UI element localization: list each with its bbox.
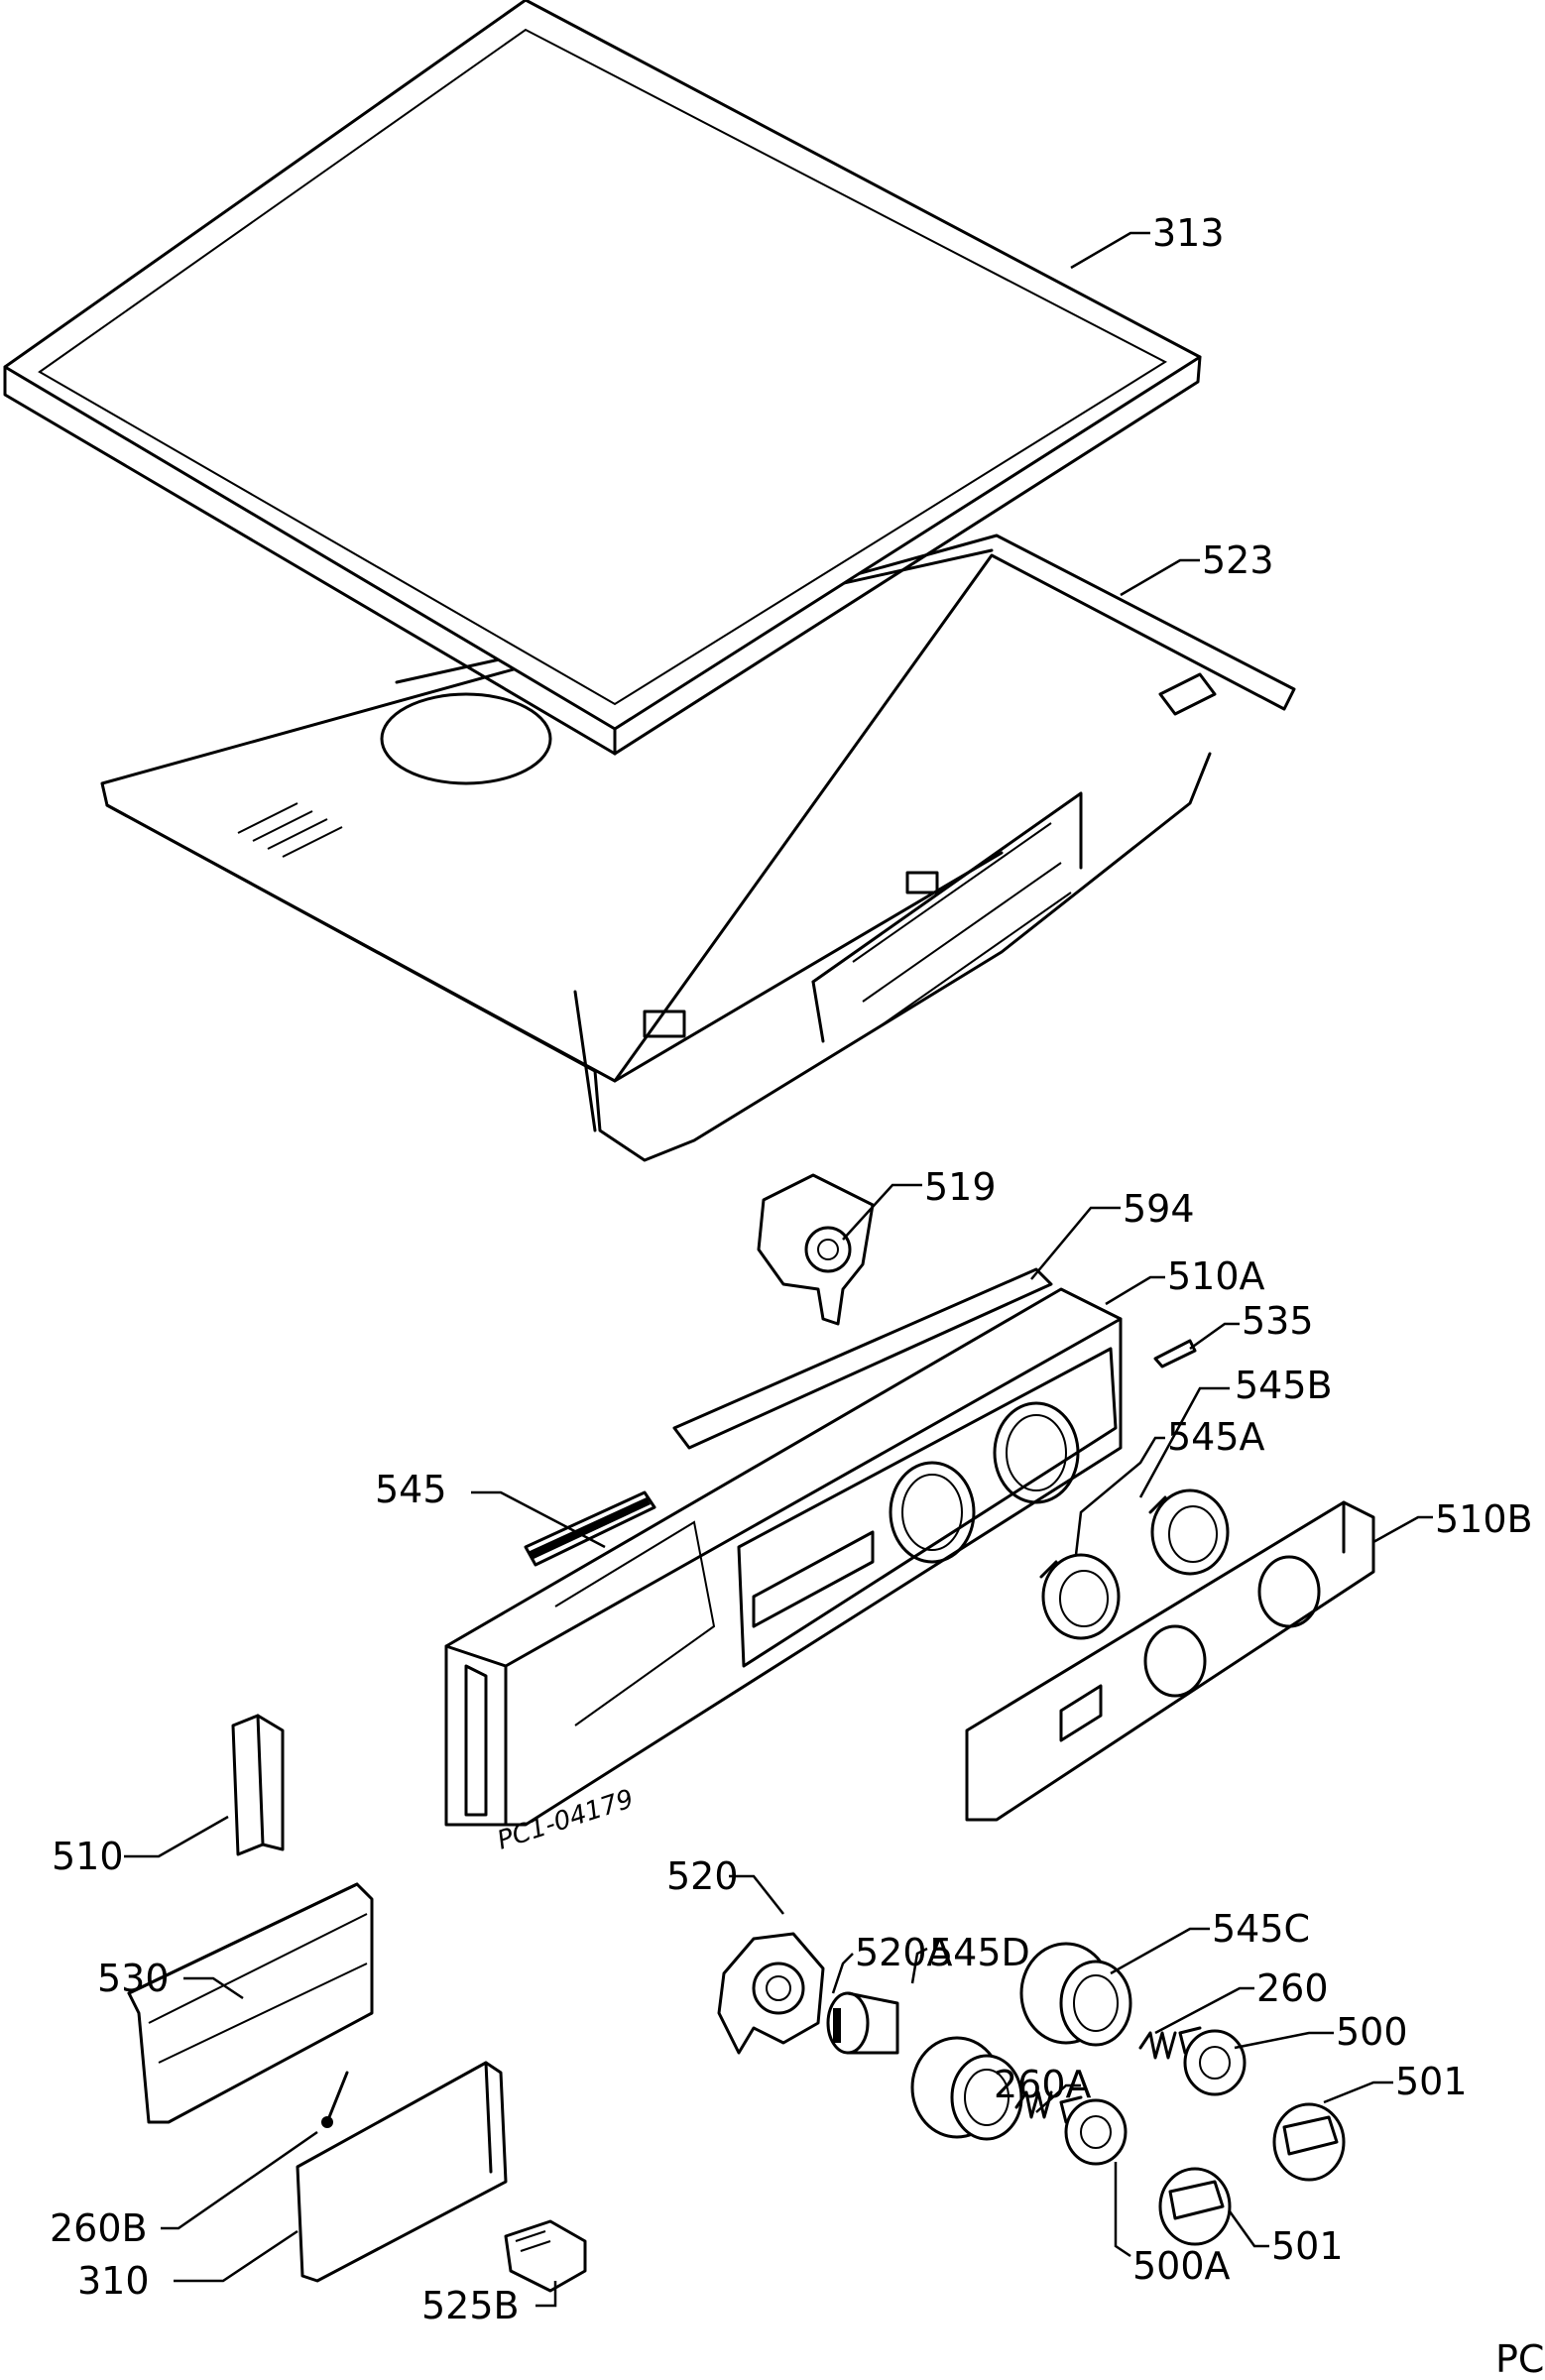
label-519: 519 [924,1165,997,1209]
part-501-knob-upper [1272,2102,1346,2182]
part-500A-knob-shaft [1059,2095,1128,2166]
label-260B: 260B [50,2206,148,2250]
part-310-flap [296,2061,508,2283]
part-594-rod [672,1267,1053,1450]
label-545: 545 [375,1468,447,1511]
label-510: 510 [52,1835,124,1878]
part-545D-bezel [910,2036,1023,2141]
label-545B: 545B [1235,1364,1333,1407]
label-260: 260 [1256,1966,1329,2010]
part-545 [524,1490,656,1567]
label-594: 594 [1123,1187,1195,1231]
part-535 [1153,1339,1197,1368]
label-313: 313 [1152,211,1225,255]
part-523-frame [100,534,1296,1162]
part-510-corner [231,1714,285,1856]
part-260A-spring [1014,2090,1053,2119]
label-545D: 545D [929,1931,1030,1974]
part-545C-bezel [1019,1942,1132,2047]
part-260B-spring [321,2071,349,2128]
part-545A-bezel [1148,1488,1230,1576]
part-520-selector [717,1932,825,2055]
part-520A [826,1991,899,2055]
label-525B: 525B [421,2284,520,2327]
part-501-knob-lower [1158,2167,1232,2246]
label-545A: 545A [1167,1415,1265,1459]
label-520A: 520A [855,1931,953,1974]
label-523: 523 [1202,538,1274,582]
label-510B: 510B [1435,1497,1533,1541]
part-510A-control-panel [444,1287,1123,1827]
label-520: 520 [666,1854,739,1898]
leader-lines [124,231,1433,2308]
label-535: 535 [1242,1299,1314,1343]
label-545C: 545C [1212,1907,1310,1951]
part-500-knob-shaft [1178,2026,1247,2096]
part-525B [504,2219,587,2293]
part-519 [757,1173,875,1326]
part-545B-bezel [1039,1553,1121,1640]
part-labels: 313 523 519 594 510A 535 545B 545A 545 5… [50,211,1533,2327]
label-530: 530 [97,1957,170,2000]
label-501-lower: 501 [1271,2224,1344,2268]
label-501-upper: 501 [1395,2060,1468,2103]
label-310: 310 [77,2259,150,2303]
part-313-top-lid [3,0,1202,756]
part-260-spring [1138,2031,1177,2060]
label-510A: 510A [1167,1254,1265,1298]
corner-text: PC [1495,2337,1544,2380]
part-510B-facia [965,1500,1375,1822]
label-260A: 260A [994,2063,1092,2106]
part-530-handle [127,1882,374,2124]
label-500A: 500A [1132,2244,1231,2288]
label-500: 500 [1336,2010,1408,2054]
